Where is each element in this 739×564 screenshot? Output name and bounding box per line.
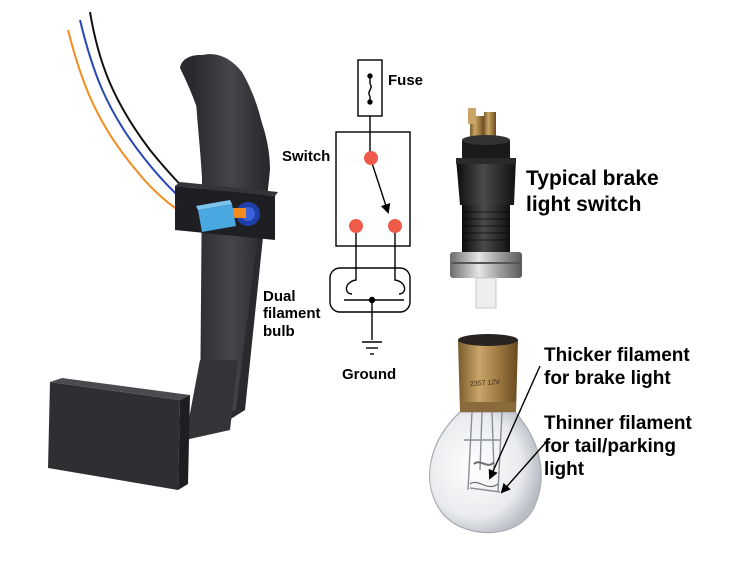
fuse-box — [357, 59, 383, 117]
thinner-filament-label: Thinner filament for tail/parking light — [544, 412, 692, 482]
contact-left — [349, 219, 363, 233]
thick-filament-arrow — [488, 365, 541, 480]
bulb-illustration — [429, 334, 542, 534]
bulb-glass — [429, 411, 542, 534]
bulb-base — [458, 340, 518, 412]
thicker-filament-label: Thicker filament for brake light — [544, 344, 690, 390]
brake-pedal-illustration — [48, 11, 278, 490]
dual-filament-label: Dual filament bulb — [263, 288, 321, 340]
contact-right — [388, 219, 402, 233]
fuse-symbol — [368, 83, 372, 97]
thinner-filament-line-1: Thinner filament — [544, 413, 692, 434]
switch-label: Switch — [282, 148, 331, 165]
contact-top — [364, 151, 378, 165]
thinner-filament-line-3: light — [544, 459, 585, 481]
typical-switch-label: Typical brake light switch — [526, 166, 659, 219]
thicker-filament-line-2: for brake light — [544, 368, 671, 390]
switch-contacts — [349, 151, 402, 233]
thinner-filament-line-2: for tail/parking — [544, 436, 676, 458]
thin-filament-arrow — [500, 439, 549, 494]
typical-switch-line-2: light switch — [526, 193, 642, 217]
typical-switch-line-1: Typical brake — [526, 167, 659, 190]
wiring-schematic — [329, 59, 411, 355]
ground-label: Ground — [342, 366, 397, 383]
fuse-label: Fuse — [388, 72, 424, 89]
dual-filament-line-2: filament — [263, 305, 321, 323]
dual-filament-line-3: bulb — [263, 322, 295, 340]
dual-filament-line-1: Dual — [263, 288, 296, 305]
thicker-filament-line-1: Thicker filament — [544, 345, 690, 366]
brake-switch-illustration — [450, 108, 522, 309]
bulb-symbol-box — [329, 267, 411, 313]
switch-box — [335, 131, 411, 247]
